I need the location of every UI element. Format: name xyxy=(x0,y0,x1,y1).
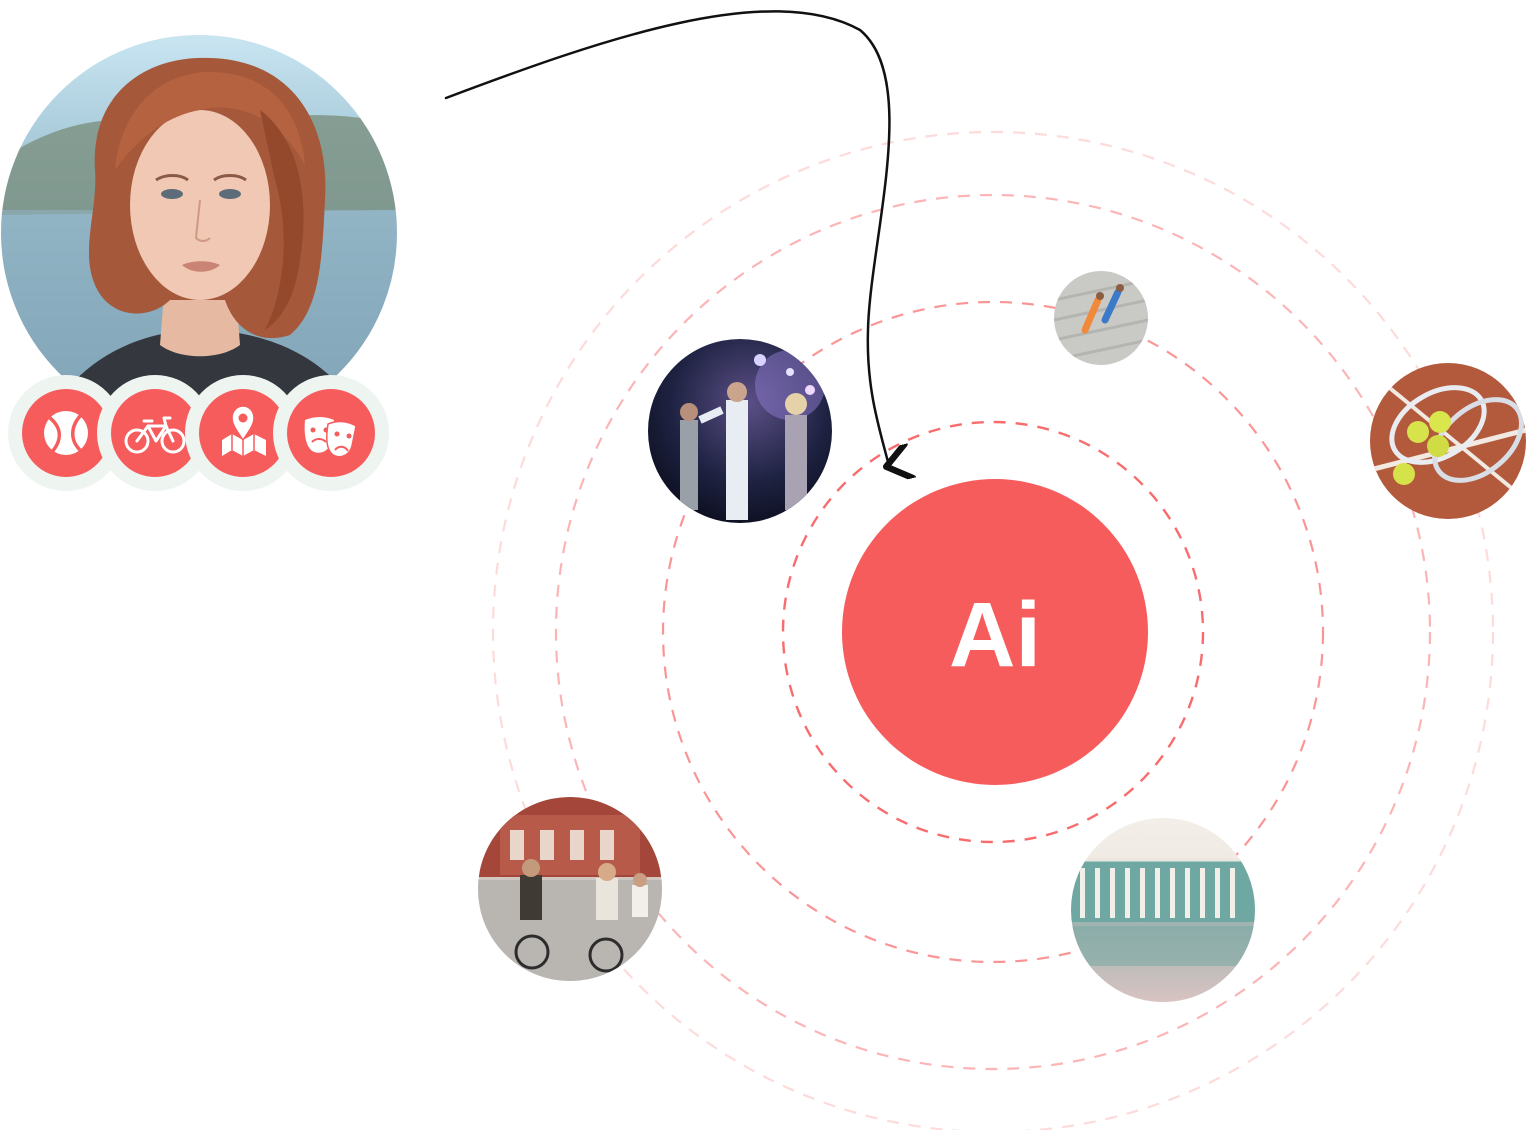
concert-photo xyxy=(648,339,832,523)
connector-arrow xyxy=(444,10,889,466)
user-portrait xyxy=(0,33,399,433)
orbit-rings xyxy=(492,131,1494,1130)
ai-core: Ai xyxy=(842,479,1148,785)
interest-badge-travel[interactable] xyxy=(185,375,301,491)
ai-core-label: Ai xyxy=(949,584,1041,686)
tennis-ball-icon xyxy=(44,411,88,455)
orbit-ring-3 xyxy=(554,193,1432,1071)
orbit-ring-outer xyxy=(492,131,1494,1130)
map-pin-icon xyxy=(222,405,266,456)
bicycle-icon xyxy=(124,416,186,454)
interest-badge-cycling[interactable] xyxy=(97,375,213,491)
interest-badge-theater[interactable] xyxy=(273,375,389,491)
cycling-photo xyxy=(478,797,662,981)
palace-photo xyxy=(1071,818,1255,1002)
interest-badges xyxy=(8,375,389,491)
ai-core-circle xyxy=(842,479,1148,785)
orbit-ring-2 xyxy=(661,300,1325,964)
runners-photo xyxy=(1054,271,1148,365)
theater-masks-icon xyxy=(304,417,357,458)
tennis-photo xyxy=(1370,363,1526,519)
interest-badge-tennis[interactable] xyxy=(8,375,124,491)
orbit-ring-inner xyxy=(781,420,1205,844)
